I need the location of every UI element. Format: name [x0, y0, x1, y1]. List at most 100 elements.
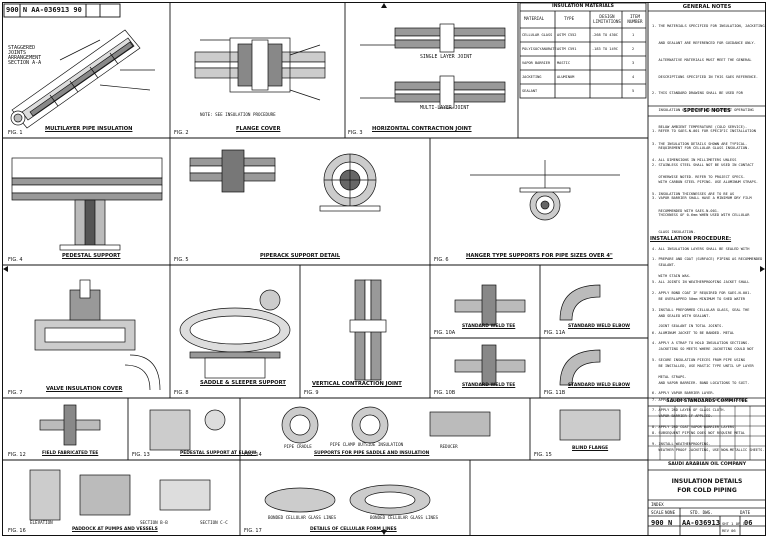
installation-step: 5. SECURE INSULATION PIECES FROM PIPE US…: [652, 357, 746, 362]
fig16-sub1: ELEVATION: [30, 520, 53, 525]
general-note-line: RECOMMENDED WITH SAES-N-001.: [652, 208, 720, 213]
general-note-line: ALTERNATIVE MATERIALS MUST MEET THE GENE…: [652, 57, 752, 62]
specific-note-line: 7. APPLY A VAPOR BARRIER ON THE OUTER LA…: [652, 397, 746, 402]
specific-note-line: BE OVERLAPPED 50mm MINIMUM TO SHED WATER: [652, 297, 746, 301]
materials-row1-type: ASTM C552: [557, 33, 577, 37]
installation-step: 2. APPLY BOND COAT IF REQUIRED FOR SAES-…: [652, 290, 752, 295]
fig15-label: FIG. 15: [534, 452, 552, 458]
installation-step: JOINT SEALANT IN TOTAL JOINTS.: [652, 324, 724, 329]
specific-note-line: 4. ALL INSULATION LAYERS SHALL BE SEALED…: [652, 246, 750, 251]
specific-notes-title: SPECIFIC NOTES: [683, 108, 731, 114]
specific-note-line: VAPOR BARRIER IF APPLIED.: [652, 414, 713, 419]
installation-step: 1. PREPARE AND COAT (SURFACE) PIPING AS …: [652, 257, 763, 262]
fig10b-label: FIG. 10B: [434, 390, 456, 396]
fig4-label: FIG. 4: [8, 257, 23, 263]
materials-header-type: TYPE: [564, 16, 575, 21]
installation-step: 6. APPLY VAPOR BARRIER LAYER.: [652, 391, 715, 396]
fig11b-caption: STANDARD WELD ELBOW: [568, 383, 631, 388]
general-note-line: 4. ALL DIMENSIONS IN MILLIMETERS UNLESS: [652, 158, 737, 163]
fig16-caption: PADDOCK AT PUMPS AND VESSELS: [72, 527, 158, 532]
scale-label: SCALE: [651, 510, 664, 515]
materials-row4-material: JACKETING: [522, 75, 542, 79]
specific-note-line: WITH CARBON STEEL PIPING. USE ALUMINUM S…: [652, 179, 759, 184]
specific-note-line: REQUIREMENT FOR CELLULAR GLASS INSULATIO…: [652, 145, 750, 150]
general-note-line: AND SEALANT ARE REFERENCED FOR GUIDANCE …: [652, 40, 756, 45]
general-notes-title: GENERAL NOTES: [682, 4, 732, 10]
materials-row1-item: 1: [632, 33, 635, 37]
materials-row3-item: 3: [632, 61, 635, 65]
specific-note-line: SEALANT.: [652, 263, 676, 268]
specific-note-line: THICKNESS OF 0.6mm WHEN USED WITH CELLUL…: [652, 213, 750, 218]
materials-row2-type: ASTM C591: [557, 47, 577, 51]
materials-header-item: ITEM NUMBER: [627, 14, 643, 24]
fig15-caption: BLIND FLANGE: [572, 446, 609, 451]
fig10a-caption: STANDARD WELD TEE: [462, 324, 516, 329]
drawing-title-line2: FOR COLD PIPING: [677, 487, 737, 494]
drawing-title-line1: INSULATION DETAILS: [671, 478, 743, 485]
fig17-sub1: BONDED CELLULAR GLASS LINES: [268, 515, 337, 520]
installation-list: 1. PREPARE AND COAT (SURFACE) PIPING AS …: [652, 246, 762, 453]
specific-note-line: WEATHER PROOF JACKETING, USE NON-METALLI…: [652, 448, 765, 453]
top-stamp: 900 N AA-036913 90: [6, 6, 82, 14]
fig1-caption: MULTILAYER PIPE INSULATION: [45, 126, 133, 132]
fig7-label: FIG. 7: [8, 390, 23, 396]
fig11b-label: FIG. 11B: [544, 390, 566, 396]
fig5-label: FIG. 5: [174, 257, 189, 263]
sheet-info: SHT 1 OF 1: [722, 521, 745, 526]
sheet-code: 900: [651, 519, 664, 527]
general-note-line: 5. INSULATION THICKNESSES ARE TO BE AS: [652, 192, 735, 196]
fig9-label: FIG. 9: [304, 390, 319, 396]
installation-step: WITH STAIN WAX.: [652, 273, 691, 278]
dwg-type: STD. DWG.: [690, 510, 713, 515]
revision-label: REV 06: [722, 528, 736, 533]
installation-step: 3. INSTALL PREFORMED CELLULAR GLASS, SEA…: [652, 307, 750, 312]
fig14-sub1: PIPE CRADLE: [284, 444, 312, 449]
materials-header-material: MATERIAL: [524, 16, 545, 21]
fig16-label: FIG. 16: [8, 528, 26, 534]
materials-row2-limits: -183 TO 149C: [592, 47, 618, 51]
materials-row4-type: ALUMINUM: [557, 75, 575, 79]
specific-note-line: AND SEALED WITH SEALANT.: [652, 313, 711, 318]
fig3-sub2: MULTI-LAYER JOINT: [420, 106, 470, 111]
sheet-letter: N: [668, 519, 673, 527]
specific-note-line: AND VAPOR BARRIER. BAND LOCATIONS TO SUI…: [652, 380, 750, 385]
fig12-label: FIG. 12: [8, 452, 26, 458]
materials-row1-limits: -268 TO 430C: [592, 33, 618, 37]
date-label: DATE: [740, 510, 751, 515]
materials-row5-material: SEALANT: [522, 89, 538, 93]
fig9-caption: VERTICAL CONTRACTION JOINT: [312, 381, 402, 387]
committee-title: SAUDI STANDARDS COMMITTEE: [666, 399, 748, 404]
revision-number: 06: [744, 519, 753, 527]
fig12-caption: FIELD FABRICATED TEE: [42, 451, 99, 456]
specific-note-line: 1. REFER TO SAES-N-001 FOR SPECIFIC INST…: [652, 129, 756, 134]
fig6-label: FIG. 6: [434, 257, 449, 263]
fig1-label: FIG. 1: [8, 130, 23, 136]
fig2-label: FIG. 2: [174, 130, 189, 136]
fig13-label: FIG. 13: [132, 452, 150, 458]
specific-note-line: JACKETING SO MEETS WHERE JACKETING COULD…: [652, 347, 754, 352]
fig16-sub2: SECTION B-B: [140, 520, 168, 525]
fig13b-caption: PEDESTAL SUPPORT AT ELBOW: [180, 451, 257, 456]
specific-note-line: 5. ALL JOINTS IN WEATHERPROOFING JACKET …: [652, 280, 750, 285]
fig10b-caption: STANDARD WELD TEE: [462, 383, 516, 388]
materials-title: INSULATION MATERIALS: [552, 4, 614, 9]
fig4-caption: PEDESTAL SUPPORT: [62, 253, 121, 259]
specific-note-line: GLASS INSULATION.: [652, 229, 696, 234]
fig6-caption: HANGER TYPE SUPPORTS FOR PIPE SIZES OVER…: [466, 253, 613, 259]
general-notes-list: 1. THE MATERIALS SPECIFIED FOR INSULATIO…: [652, 13, 765, 220]
materials-row4-item: 4: [632, 75, 635, 79]
general-note-line: 3. THE INSULATION DETAILS SHOWN ARE TYPI…: [652, 141, 748, 146]
general-note-line: 1. THE MATERIALS SPECIFIED FOR INSULATIO…: [652, 24, 765, 29]
specific-note-line: BE INSTALLED, USE MASTIC TYPE UNTIL UP L…: [652, 364, 754, 369]
specific-note-line: 3. VAPOR BARRIER SHALL HAVE A MINIMUM DR…: [652, 196, 752, 201]
fig11a-label: FIG. 11A: [544, 330, 566, 336]
scale-value: NONE: [665, 510, 676, 515]
installation-step: METAL STRAPS.: [652, 374, 687, 379]
fig7-caption: VALVE INSULATION COVER: [46, 386, 123, 392]
fig14-label: FIG. 14: [244, 452, 262, 458]
index-label: INDEX: [651, 502, 664, 507]
specific-note-line: 2. STAINLESS STEEL SHALL NOT BE USED IN …: [652, 162, 754, 167]
fig1-sublabel: STAGGERED JOINTS ARRANGEMENT SECTION A-A: [8, 45, 42, 66]
